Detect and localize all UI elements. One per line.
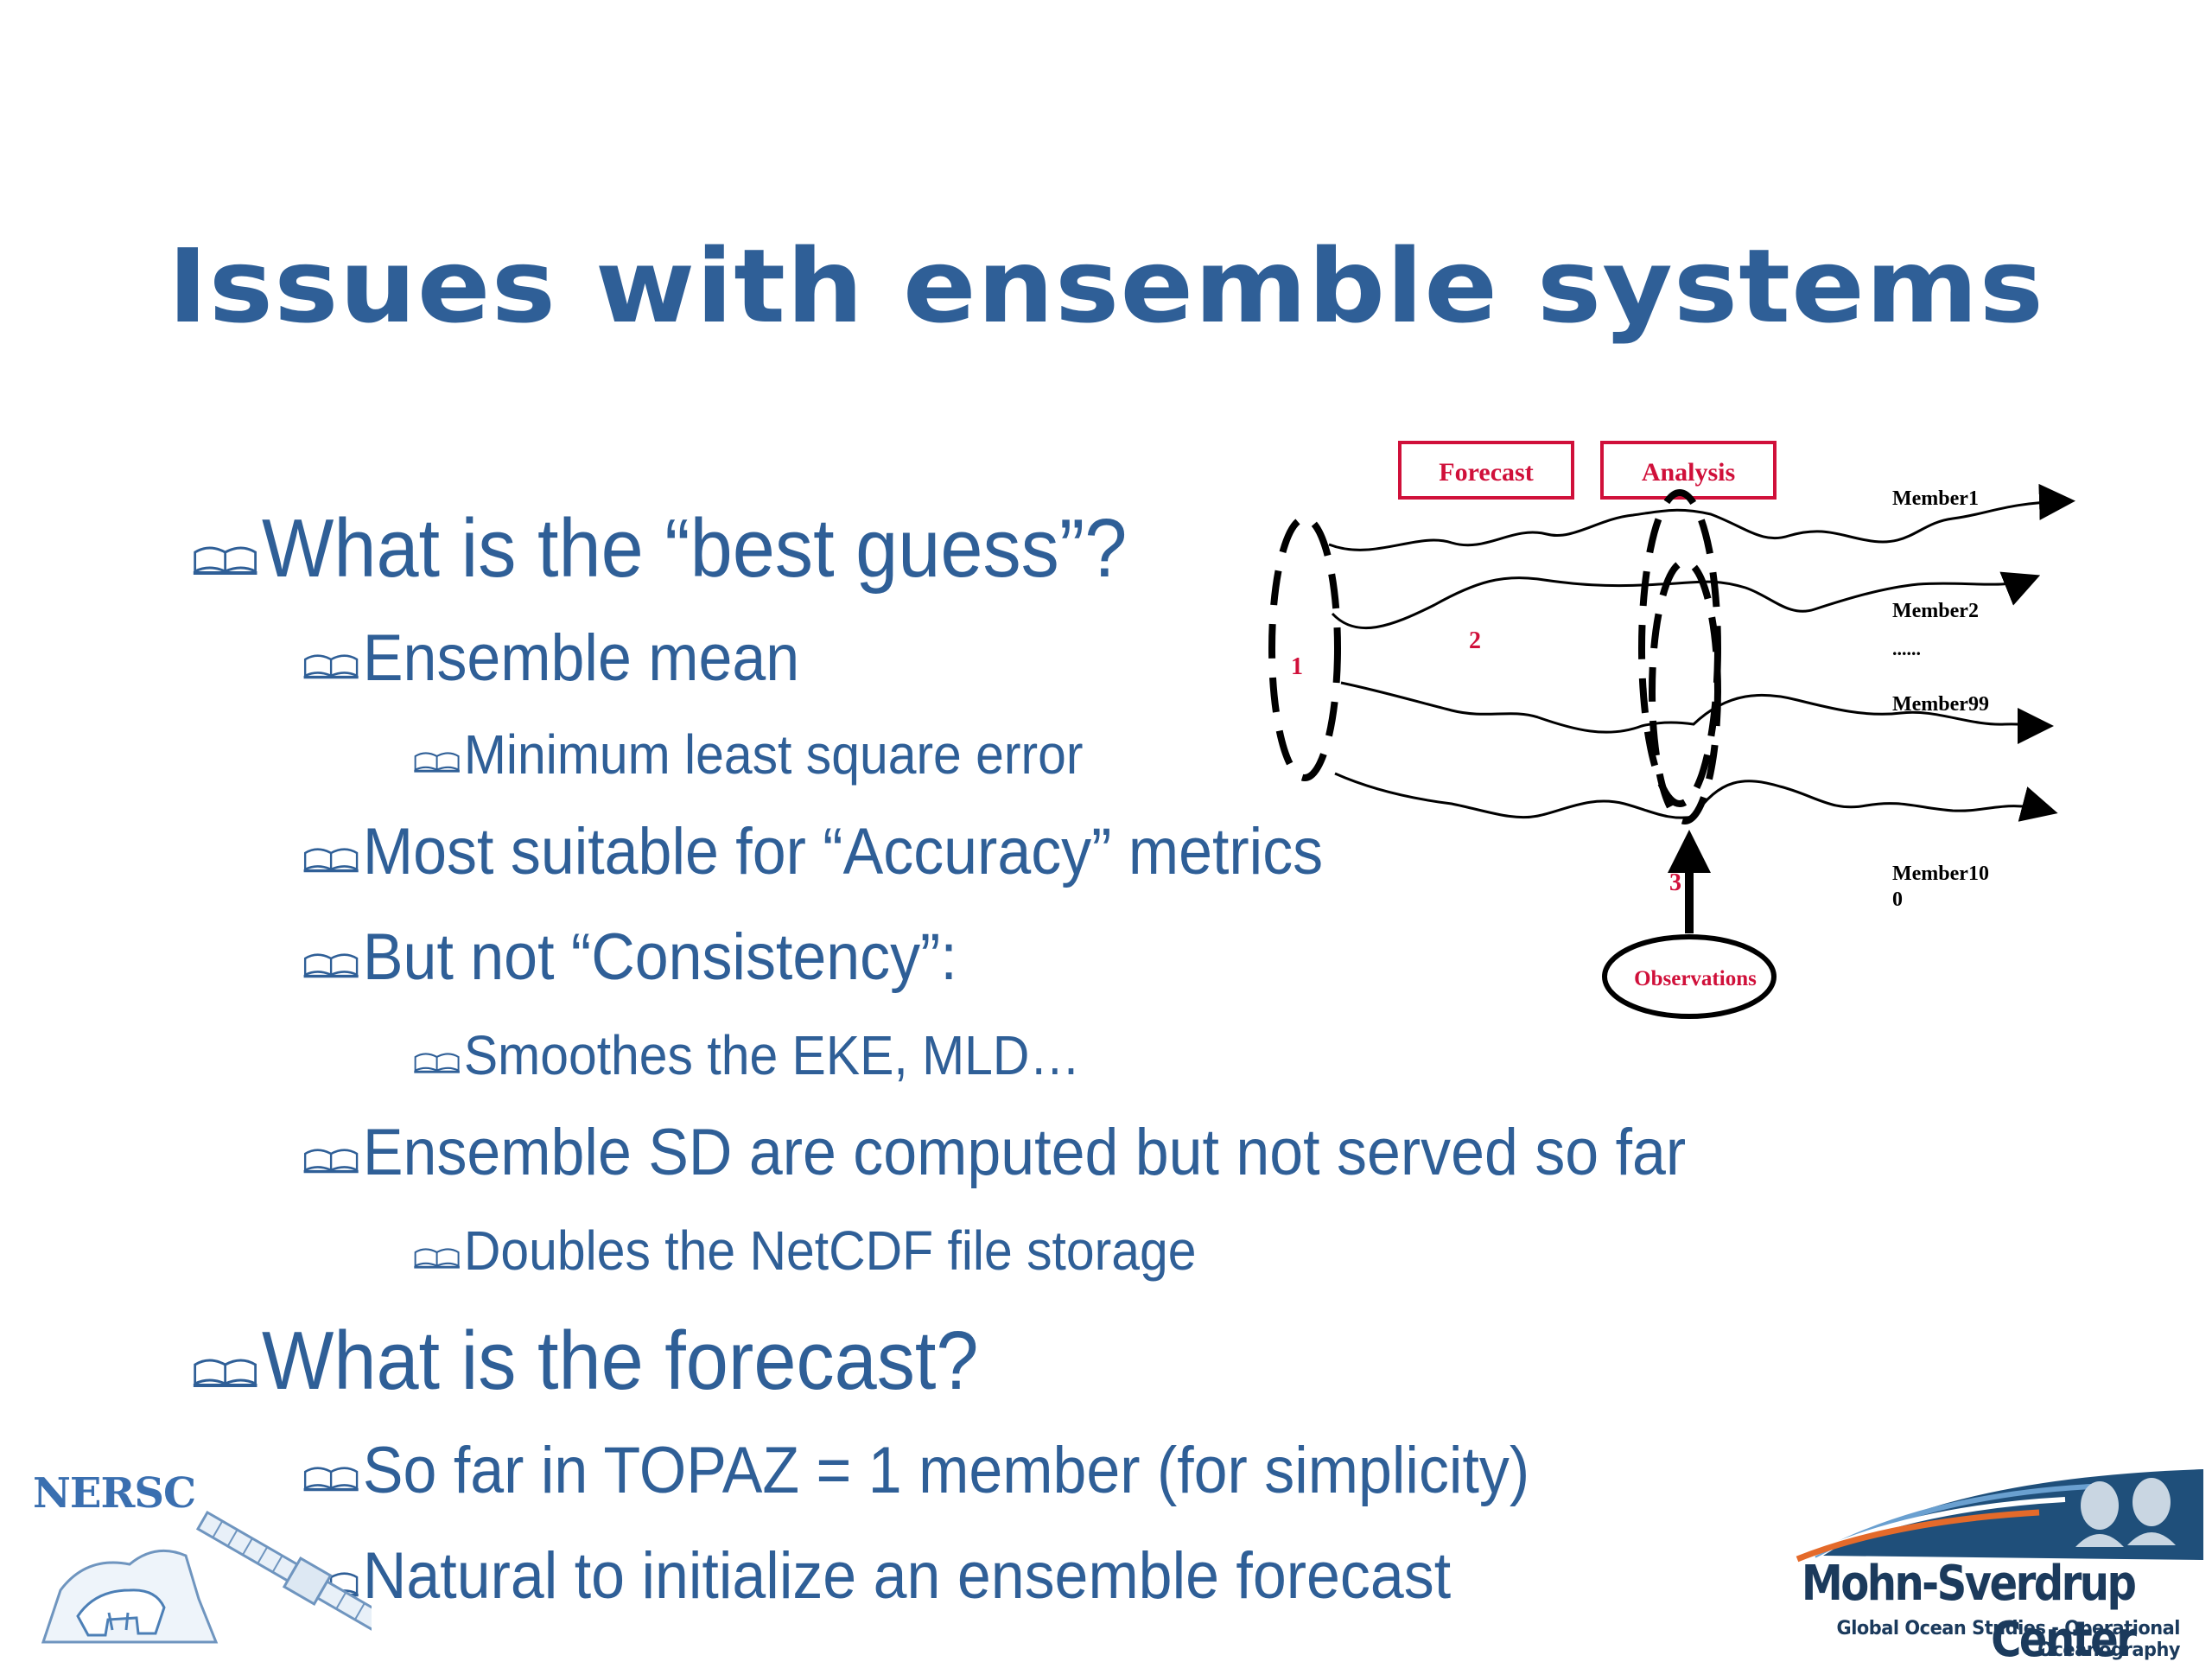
member-label: Member1 xyxy=(1892,487,1979,510)
step-label: 2 xyxy=(1469,627,1481,654)
open-book-icon xyxy=(303,953,359,978)
ensemble-ellipse-forecast xyxy=(1638,489,1721,807)
mohn-sverdrup-subtitle: Global Ocean Studies - Operational Ocean… xyxy=(1836,1618,2181,1661)
nersc-logo-text: NERSC xyxy=(33,1469,196,1518)
bullet-item: But not “Consistency”: xyxy=(302,920,957,995)
member-trajectory xyxy=(1328,483,2075,551)
bullet-text: What is the forecast? xyxy=(261,1315,979,1407)
member-label: ...... xyxy=(1892,638,1921,659)
bullet-item: Most suitable for “Accuracy” metrics xyxy=(302,814,1323,889)
open-book-icon xyxy=(414,1248,460,1269)
bullet-text: Minimum least square error xyxy=(463,723,1084,786)
bullet-text: What is the “best guess”? xyxy=(261,502,1128,595)
forecast-box xyxy=(1398,441,1574,500)
open-book-icon xyxy=(303,1467,359,1492)
member-label: Member10 xyxy=(1892,863,1989,885)
bullet-text: Doubles the NetCDF file storage xyxy=(463,1219,1197,1282)
observation-arrowhead xyxy=(1668,830,1711,873)
member-label: Member2 xyxy=(1892,600,1979,622)
ensemble-diagram: Forecast Analysis 1 2 3 Observations Mem… xyxy=(1268,441,2075,1019)
mohn-sverdrup-logo xyxy=(1796,1469,2203,1563)
open-book-icon xyxy=(414,752,460,773)
forecast-label: Forecast xyxy=(1439,458,1533,487)
bullet-text: But not “Consistency”: xyxy=(362,920,957,994)
member-trajectory xyxy=(1331,571,2041,630)
bullet-item: What is the forecast? xyxy=(192,1314,979,1409)
open-book-icon xyxy=(303,848,359,873)
ensemble-ellipse-1 xyxy=(1268,515,1341,781)
member-label: Member99 xyxy=(1892,693,1989,716)
bullet-item: Doubles the NetCDF file storage xyxy=(413,1219,1196,1283)
mohn-sverdrup-title: Mohn-Sverdrup Center xyxy=(1801,1556,2137,1668)
ensemble-ellipse-analysis xyxy=(1649,558,1721,824)
bullet-item: Ensemble mean xyxy=(302,621,799,696)
open-book-icon xyxy=(303,654,359,679)
portrait-icon xyxy=(2075,1478,2176,1547)
bullet-item: Minimum least square error xyxy=(413,723,1083,786)
bullet-text: So far in TOPAZ = 1 member (for simplici… xyxy=(362,1434,1530,1507)
bullet-item: So far in TOPAZ = 1 member (for simplici… xyxy=(302,1433,1529,1508)
member-trajectory xyxy=(1340,681,2054,744)
step-label: 1 xyxy=(1291,653,1303,680)
analysis-label: Analysis xyxy=(1642,458,1735,487)
member-trajectory xyxy=(1334,772,2058,822)
open-book-icon xyxy=(193,546,257,575)
open-book-icon xyxy=(193,1359,257,1387)
bullet-text: Natural to initialize an ensemble foreca… xyxy=(362,1539,1452,1613)
open-book-icon xyxy=(414,1053,460,1073)
observations-ellipse xyxy=(1602,934,1777,1019)
observations-label: Observations xyxy=(1634,967,1757,990)
bullet-item: Ensemble SD are computed but not served … xyxy=(302,1115,1686,1190)
member-label: 0 xyxy=(1892,888,1903,911)
satellite-icon xyxy=(195,1510,372,1639)
bullet-item: What is the “best guess”? xyxy=(192,501,1127,596)
open-book-icon xyxy=(303,1149,359,1174)
bullet-text: Ensemble SD are computed but not served … xyxy=(362,1116,1687,1189)
bullet-text: Most suitable for “Accuracy” metrics xyxy=(362,815,1324,888)
nersc-logo xyxy=(41,1510,372,1644)
bullet-text: Ensemble mean xyxy=(362,621,800,695)
step-label: 3 xyxy=(1669,869,1681,896)
bullet-text: Smoothes the EKE, MLD… xyxy=(463,1024,1081,1086)
slide-title: Issues with ensemble systems xyxy=(168,226,2044,346)
bullet-item: Smoothes the EKE, MLD… xyxy=(413,1023,1080,1087)
polar-bear-icon xyxy=(41,1549,219,1644)
bullet-item: Natural to initialize an ensemble foreca… xyxy=(302,1538,1451,1614)
